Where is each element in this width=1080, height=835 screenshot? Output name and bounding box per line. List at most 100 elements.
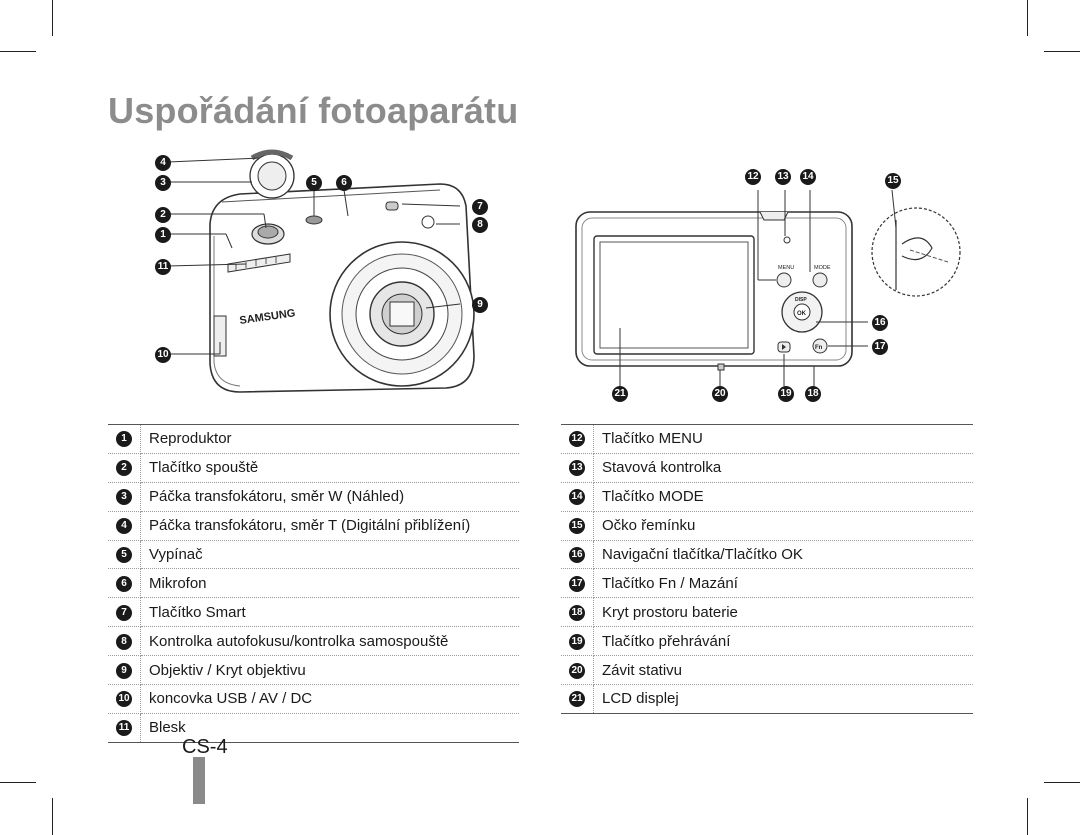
legend-row: 4 Páčka transfokátoru, směr T (Digitální …: [108, 511, 519, 541]
callout-12: 12: [745, 168, 761, 186]
legend-text: Kryt prostoru baterie: [593, 597, 973, 628]
callout-16: 16: [872, 314, 888, 332]
mode-button: [812, 272, 828, 288]
legend-number-badge: 17: [569, 575, 585, 592]
legend-number: 19: [561, 626, 594, 657]
legend-row: 20 Závit stativu: [561, 655, 973, 686]
callout-5: 5: [306, 174, 322, 192]
callout-11: 11: [155, 258, 171, 276]
legend-text: Tlačítko Smart: [140, 597, 519, 628]
legend-text: Blesk: [140, 713, 519, 743]
legend-number: 17: [561, 568, 594, 599]
mode-label: MODE: [814, 265, 831, 271]
crop-mark: [1044, 782, 1080, 783]
tripod-mount: [717, 363, 725, 371]
callout-1: 1: [155, 226, 171, 244]
legend-text: Vypínač: [140, 540, 519, 570]
crop-mark: [0, 782, 36, 783]
legend-number: 18: [561, 597, 594, 628]
callout-10: 10: [155, 346, 171, 364]
legend-number: 20: [561, 655, 594, 686]
legend-row: 18 Kryt prostoru baterie: [561, 597, 973, 628]
legend-number: 16: [561, 540, 594, 570]
legend-row: 3 Páčka transfokátoru, směr W (Náhled): [108, 482, 519, 512]
legend-number-badge: 2: [116, 460, 132, 477]
legend-number: 10: [108, 684, 141, 714]
svg-text:Fn: Fn: [815, 345, 823, 351]
legend-row: 5 Vypínač: [108, 540, 519, 570]
legend-text: Tlačítko přehrávání: [593, 626, 973, 657]
legend-text: Závit stativu: [593, 655, 973, 686]
legend-number-badge: 4: [116, 518, 132, 535]
legend-number: 12: [561, 424, 594, 454]
legend-number-badge: 20: [569, 662, 585, 679]
legend-number-badge: 6: [116, 575, 132, 592]
usb-port: [213, 315, 227, 357]
fn-button: [812, 338, 828, 354]
crop-mark: [52, 0, 53, 36]
menu-label: MENU: [778, 265, 794, 271]
legend-text: Mikrofon: [140, 568, 519, 599]
legend-number: 7: [108, 597, 141, 628]
legend-number-badge: 1: [116, 431, 132, 448]
crop-mark: [1027, 0, 1028, 36]
callout-2: 2: [155, 206, 171, 224]
legend-text: Tlačítko MENU: [593, 424, 973, 454]
ok-button: [793, 303, 811, 321]
crop-mark: [1027, 798, 1028, 835]
legend-number-badge: 11: [116, 720, 132, 737]
legend-number-badge: 8: [116, 633, 132, 650]
legend-number-badge: 16: [569, 547, 585, 564]
front-camera-figure: SAMSUNG: [167, 149, 475, 393]
legend-row: 6 Mikrofon: [108, 568, 519, 599]
callout-18: 18: [805, 385, 821, 403]
legend-number-badge: 12: [569, 431, 585, 448]
legend-number: 15: [561, 511, 594, 541]
legend-row: 12 Tlačítko MENU: [561, 424, 973, 454]
legend-number-badge: 18: [569, 604, 585, 621]
status-lamp: [783, 236, 791, 244]
smart-button: [385, 201, 399, 211]
callout-17: 17: [872, 338, 888, 356]
legend-number-badge: 9: [116, 662, 132, 679]
legend-text: Páčka transfokátoru, směr W (Náhled): [140, 482, 519, 512]
legend-number: 5: [108, 540, 141, 570]
legend-number: 3: [108, 482, 141, 512]
legend-number-badge: 19: [569, 633, 585, 650]
legend-text: Kontrolka autofokusu/kontrolka samospouš…: [140, 626, 519, 657]
svg-text:OK: OK: [797, 311, 807, 317]
callout-14: 14: [800, 168, 816, 186]
legend-text: Páčka transfokátoru, směr T (Digitální p…: [140, 511, 519, 541]
legend-text: LCD displej: [593, 684, 973, 714]
svg-text:DISP: DISP: [795, 297, 807, 303]
callout-13: 13: [775, 168, 791, 186]
callout-3: 3: [155, 174, 171, 192]
callout-6: 6: [336, 174, 352, 192]
callout-19: 19: [778, 385, 794, 403]
legend-number-badge: 5: [116, 547, 132, 564]
callout-21: 21: [612, 385, 628, 403]
legend-text: Očko řemínku: [593, 511, 973, 541]
legend-number: 4: [108, 511, 141, 541]
legend-number-badge: 3: [116, 489, 132, 506]
legend-number-badge: 15: [569, 518, 585, 535]
legend-number: 8: [108, 626, 141, 657]
power-button: [305, 215, 323, 225]
callout-20: 20: [712, 385, 728, 403]
flash: [227, 253, 291, 273]
legend-row: 11 Blesk: [108, 713, 519, 743]
legend-text: Reproduktor: [140, 424, 519, 454]
section-tab: [193, 757, 205, 804]
callout-7: 7: [472, 198, 488, 216]
legend-text: Tlačítko MODE: [593, 482, 973, 512]
legend-row: 19 Tlačítko přehrávání: [561, 626, 973, 657]
